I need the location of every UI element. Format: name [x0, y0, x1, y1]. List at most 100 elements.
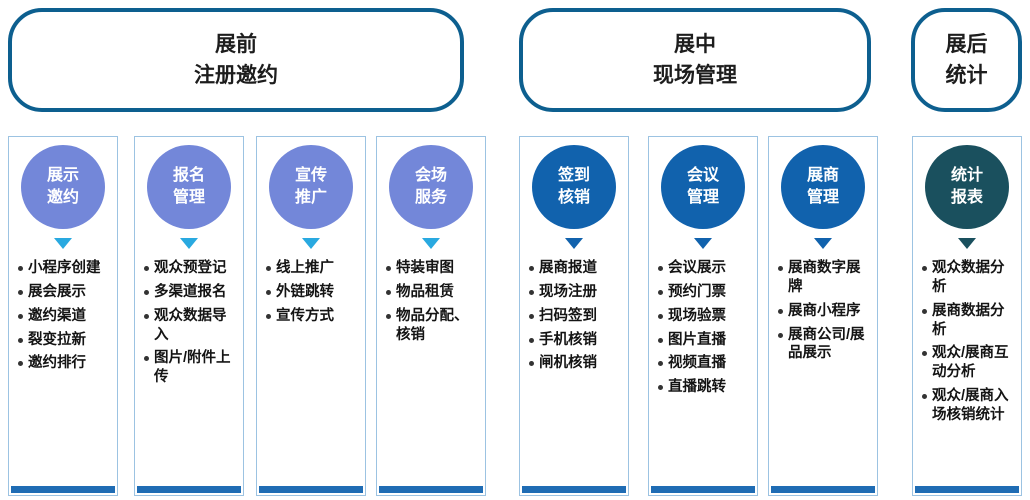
column-footer-bar: [651, 486, 755, 493]
list-item: 现场注册: [529, 283, 622, 302]
column-footer-bar: [11, 486, 115, 493]
item-text: 物品租赁: [396, 283, 454, 300]
bullet-icon: [529, 337, 534, 343]
item-text: 展商报道: [539, 260, 597, 276]
phase-title: 展后 统计: [945, 32, 988, 88]
list-item: 邀约排行: [18, 354, 111, 373]
circle-label: 签到 核销: [557, 167, 590, 206]
item-text: 小程序创建: [28, 260, 101, 276]
bullet-icon: [658, 361, 663, 367]
item-text: 外链跳转: [276, 283, 334, 300]
circle-label: 会场 服务: [414, 167, 447, 206]
bullet-icon: [922, 394, 927, 400]
feature-list: 特装审图 物品租赁 物品分配、核销: [377, 259, 485, 349]
bullet-icon: [266, 313, 271, 319]
feature-circle: 会场 服务: [389, 145, 473, 229]
item-text: 直播跳转: [668, 379, 726, 396]
list-item: 小程序创建: [18, 259, 111, 278]
list-item: 展商数据分析: [922, 302, 1015, 340]
bullet-icon: [18, 266, 23, 271]
list-item: 现场验票: [658, 307, 751, 326]
list-item: 预约门票: [658, 283, 751, 302]
bullet-icon: [778, 308, 783, 314]
phase-title: 展中 现场管理: [653, 32, 737, 88]
bullet-icon: [529, 266, 534, 271]
item-text: 展商数据分析: [932, 302, 1005, 338]
column-checkin-verification: 签到 核销 展商报道 现场注册 扫码签到 手机核销 闸机核销: [519, 136, 629, 496]
list-item: 邀约渠道: [18, 307, 111, 326]
circle-label: 统计 报表: [950, 167, 983, 206]
list-item: 图片直播: [658, 331, 751, 350]
list-item: 观众/展商入场核销统计: [922, 387, 1015, 425]
list-item: 特装审图: [386, 259, 479, 278]
feature-circle: 宣传 推广: [269, 145, 353, 229]
bullet-icon: [144, 266, 149, 271]
item-text: 特装审图: [396, 260, 454, 276]
bullet-icon: [658, 385, 663, 391]
column-footer-bar: [771, 486, 875, 493]
item-text: 观众数据导入: [154, 307, 227, 343]
item-text: 展商公司/展品展示: [788, 326, 865, 362]
bullet-icon: [658, 313, 663, 319]
bullet-icon: [144, 356, 149, 362]
list-item: 物品租赁: [386, 283, 479, 302]
item-text: 展商小程序: [788, 302, 861, 319]
column-exhibitor-management: 展商 管理 展商数字展牌 展商小程序 展商公司/展品展示: [768, 136, 878, 496]
item-text: 观众/展商互动分析: [932, 345, 1009, 381]
list-item: 扫码签到: [529, 307, 622, 326]
item-text: 会议展示: [668, 260, 726, 276]
column-registration-management: 报名 管理 观众预登记 多渠道报名 观众数据导入 图片/附件上传: [134, 136, 244, 496]
item-text: 物品分配、核销: [396, 307, 469, 343]
bullet-icon: [778, 332, 783, 338]
bullet-icon: [658, 289, 663, 295]
feature-list: 观众数据分析 展商数据分析 观众/展商互动分析 观众/展商入场核销统计: [913, 259, 1021, 430]
list-item: 展会展示: [18, 283, 111, 302]
item-text: 观众数据分析: [932, 260, 1005, 295]
item-text: 邀约渠道: [28, 307, 86, 324]
feature-circle: 报名 管理: [147, 145, 231, 229]
column-meeting-management: 会议 管理 会议展示 预约门票 现场验票 图片直播 视频直播 直播跳转: [648, 136, 758, 496]
list-item: 展商报道: [529, 259, 622, 278]
item-text: 观众预登记: [154, 260, 227, 276]
feature-list: 小程序创建 展会展示 邀约渠道 裂变拉新 邀约排行: [9, 259, 117, 378]
list-item: 线上推广: [266, 259, 359, 278]
column-promotion: 宣传 推广 线上推广 外链跳转 宣传方式: [256, 136, 366, 496]
column-venue-service: 会场 服务 特装审图 物品租赁 物品分配、核销: [376, 136, 486, 496]
list-item: 闸机核销: [529, 354, 622, 373]
feature-list: 展商数字展牌 展商小程序 展商公司/展品展示: [769, 259, 877, 368]
list-item: 观众数据导入: [144, 307, 237, 345]
arrow-down-icon: [302, 238, 320, 249]
item-text: 预约门票: [668, 283, 726, 300]
item-text: 现场注册: [539, 283, 597, 300]
arrow-down-icon: [180, 238, 198, 249]
circle-label: 展商 管理: [806, 167, 839, 206]
bullet-icon: [386, 313, 391, 319]
arrow-down-icon: [422, 238, 440, 249]
bullet-icon: [386, 289, 391, 295]
bullet-icon: [266, 289, 271, 295]
list-item: 观众数据分析: [922, 259, 1015, 297]
list-item: 展商数字展牌: [778, 259, 871, 297]
feature-list: 线上推广 外链跳转 宣传方式: [257, 259, 365, 331]
bullet-icon: [529, 361, 534, 367]
list-item: 观众预登记: [144, 259, 237, 278]
bullet-icon: [18, 361, 23, 367]
list-item: 会议展示: [658, 259, 751, 278]
bullet-icon: [144, 289, 149, 295]
list-item: 视频直播: [658, 354, 751, 373]
item-text: 现场验票: [668, 307, 726, 324]
item-text: 多渠道报名: [154, 283, 227, 300]
bullet-icon: [529, 289, 534, 295]
bullet-icon: [18, 313, 23, 319]
item-text: 观众/展商入场核销统计: [932, 388, 1009, 423]
header-post-show: 展后 统计: [911, 8, 1022, 112]
column-display-invitation: 展示 邀约 小程序创建 展会展示 邀约渠道 裂变拉新 邀约排行: [8, 136, 118, 496]
item-text: 图片直播: [668, 331, 726, 348]
circle-label: 展示 邀约: [46, 167, 79, 206]
list-item: 裂变拉新: [18, 331, 111, 350]
list-item: 观众/展商互动分析: [922, 344, 1015, 382]
column-footer-bar: [137, 486, 241, 493]
item-text: 视频直播: [668, 355, 726, 372]
feature-list: 会议展示 预约门票 现场验票 图片直播 视频直播 直播跳转: [649, 259, 757, 402]
item-text: 裂变拉新: [28, 331, 86, 348]
